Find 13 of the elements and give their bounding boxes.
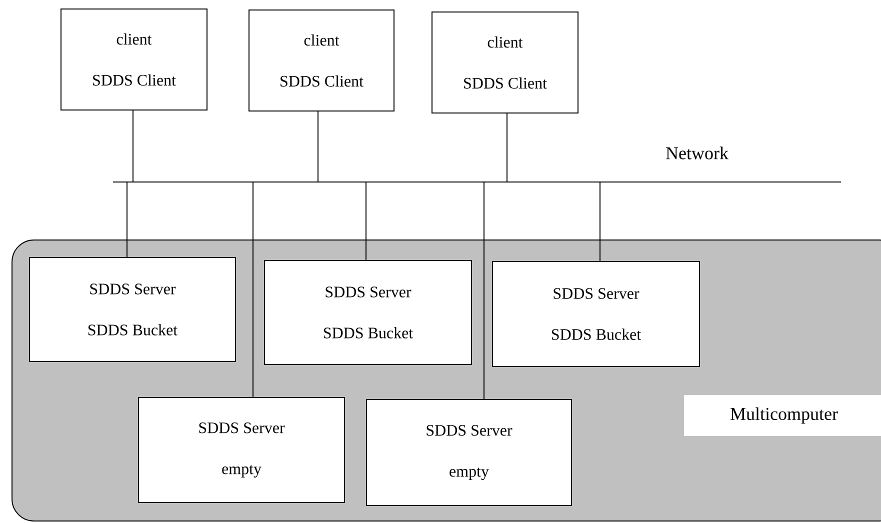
server-box: SDDS Server SDDS Bucket [29,257,236,362]
server-box: SDDS Server SDDS Bucket [264,260,472,365]
server-box: SDDS Server SDDS Bucket [492,261,700,367]
connector-line [132,110,134,182]
server-box: SDDS Server empty [138,397,345,503]
client-box: client SDDS Client [60,8,208,110]
server-box: SDDS Server empty [366,399,572,506]
connector-line [506,113,508,182]
network-label: Network [666,146,728,160]
client-box: client SDDS Client [432,12,578,114]
connector-line [252,182,254,398]
connector-line [126,182,128,258]
client-box: client SDDS Client [248,10,394,112]
